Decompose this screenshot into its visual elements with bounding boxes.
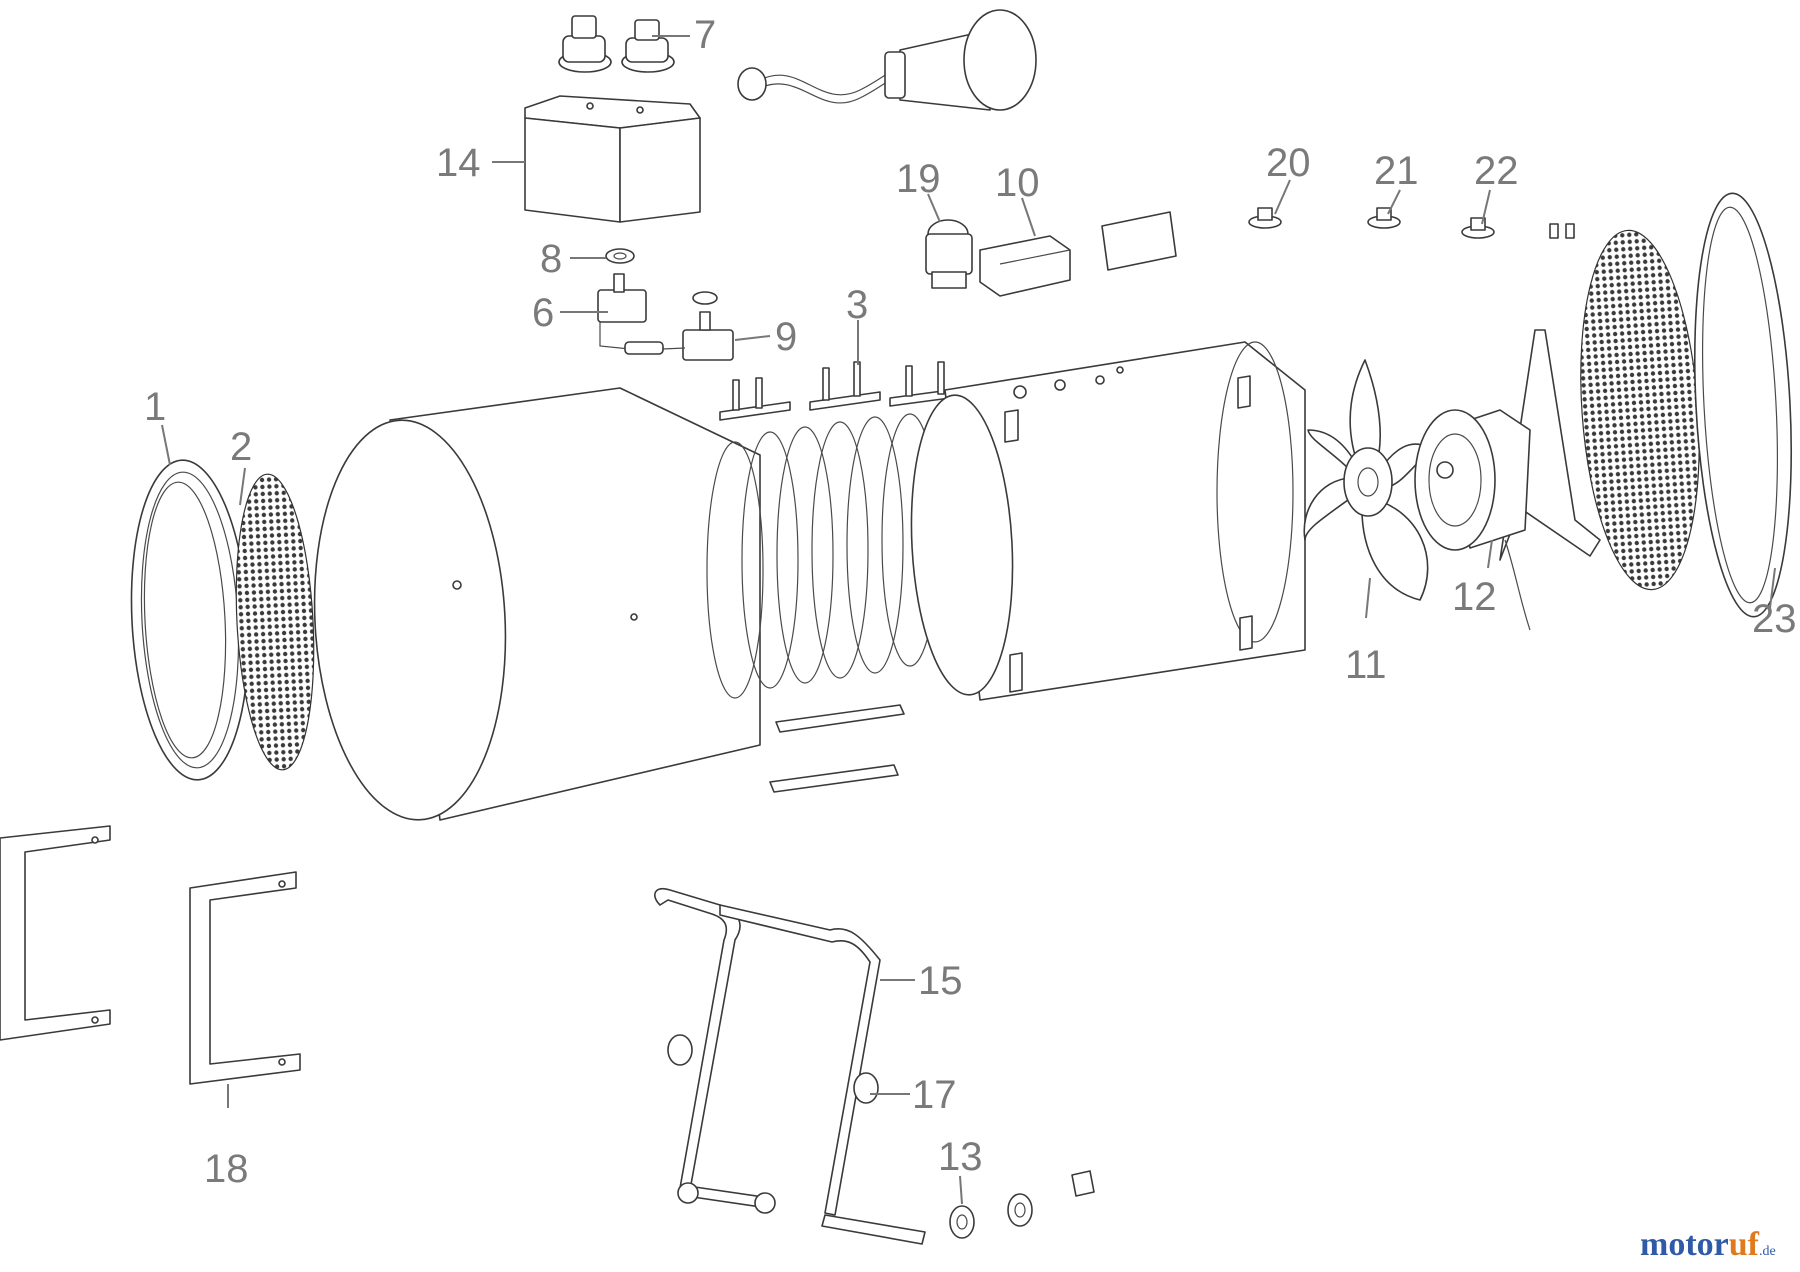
callout-19: 19: [896, 157, 941, 201]
callout-14: 14: [436, 141, 481, 185]
logo-text-motor: motor: [1640, 1226, 1729, 1263]
part-thermal-fuses: [1248, 207, 1575, 239]
part-mounting-strips: [769, 704, 905, 793]
part-front-grille: [235, 473, 315, 771]
callout-22: 22: [1474, 149, 1519, 193]
callout-9: 9: [775, 315, 797, 359]
part-washers: [605, 248, 718, 305]
callout-2: 2: [230, 425, 252, 469]
part-foot-bracket-left: [0, 825, 111, 1041]
callout-23: 23: [1752, 597, 1797, 641]
callout-7: 7: [694, 13, 716, 57]
part-terminal-block: [979, 235, 1071, 297]
motoruf-logo: motoruf.de: [1640, 1226, 1776, 1264]
leader-lines: [161, 35, 1776, 1205]
part-switches: [597, 273, 734, 361]
callout-21: 21: [1374, 149, 1419, 193]
part-power-cable: [737, 9, 1037, 111]
part-bracket: [1101, 211, 1177, 271]
callout-8: 8: [540, 237, 562, 281]
part-heating-coils: [706, 361, 972, 699]
callout-1: 1: [144, 385, 166, 429]
part-motor: [1414, 329, 1601, 631]
part-inner-cylinder: [910, 341, 1306, 701]
callout-6: 6: [532, 291, 554, 335]
part-stand-frame: [654, 887, 926, 1245]
part-thermostat: [925, 219, 973, 289]
callout-13: 13: [938, 1135, 983, 1179]
callout-labels: 1 2 3 6 7 8 9 10 11 12 13 14 15 17 18 19…: [144, 13, 1797, 1191]
callout-3: 3: [846, 283, 868, 327]
part-rear-ring: [1693, 192, 1793, 618]
callout-11: 11: [1345, 643, 1387, 687]
part-outer-housing: [313, 387, 761, 821]
part-foot-bracket: [189, 871, 301, 1085]
logo-text-uf: uf: [1728, 1226, 1759, 1263]
part-knobs: [558, 15, 675, 73]
callout-17: 17: [912, 1073, 957, 1117]
callout-20: 20: [1266, 141, 1311, 185]
part-cover-box: [524, 95, 701, 223]
callout-15: 15: [918, 959, 963, 1003]
logo-text-tld: .de: [1758, 1244, 1776, 1259]
callout-12: 12: [1452, 575, 1497, 619]
callout-18: 18: [204, 1147, 249, 1191]
part-bushings: [949, 1170, 1095, 1239]
part-fan-blade: [1303, 359, 1431, 601]
callout-10: 10: [995, 161, 1040, 205]
